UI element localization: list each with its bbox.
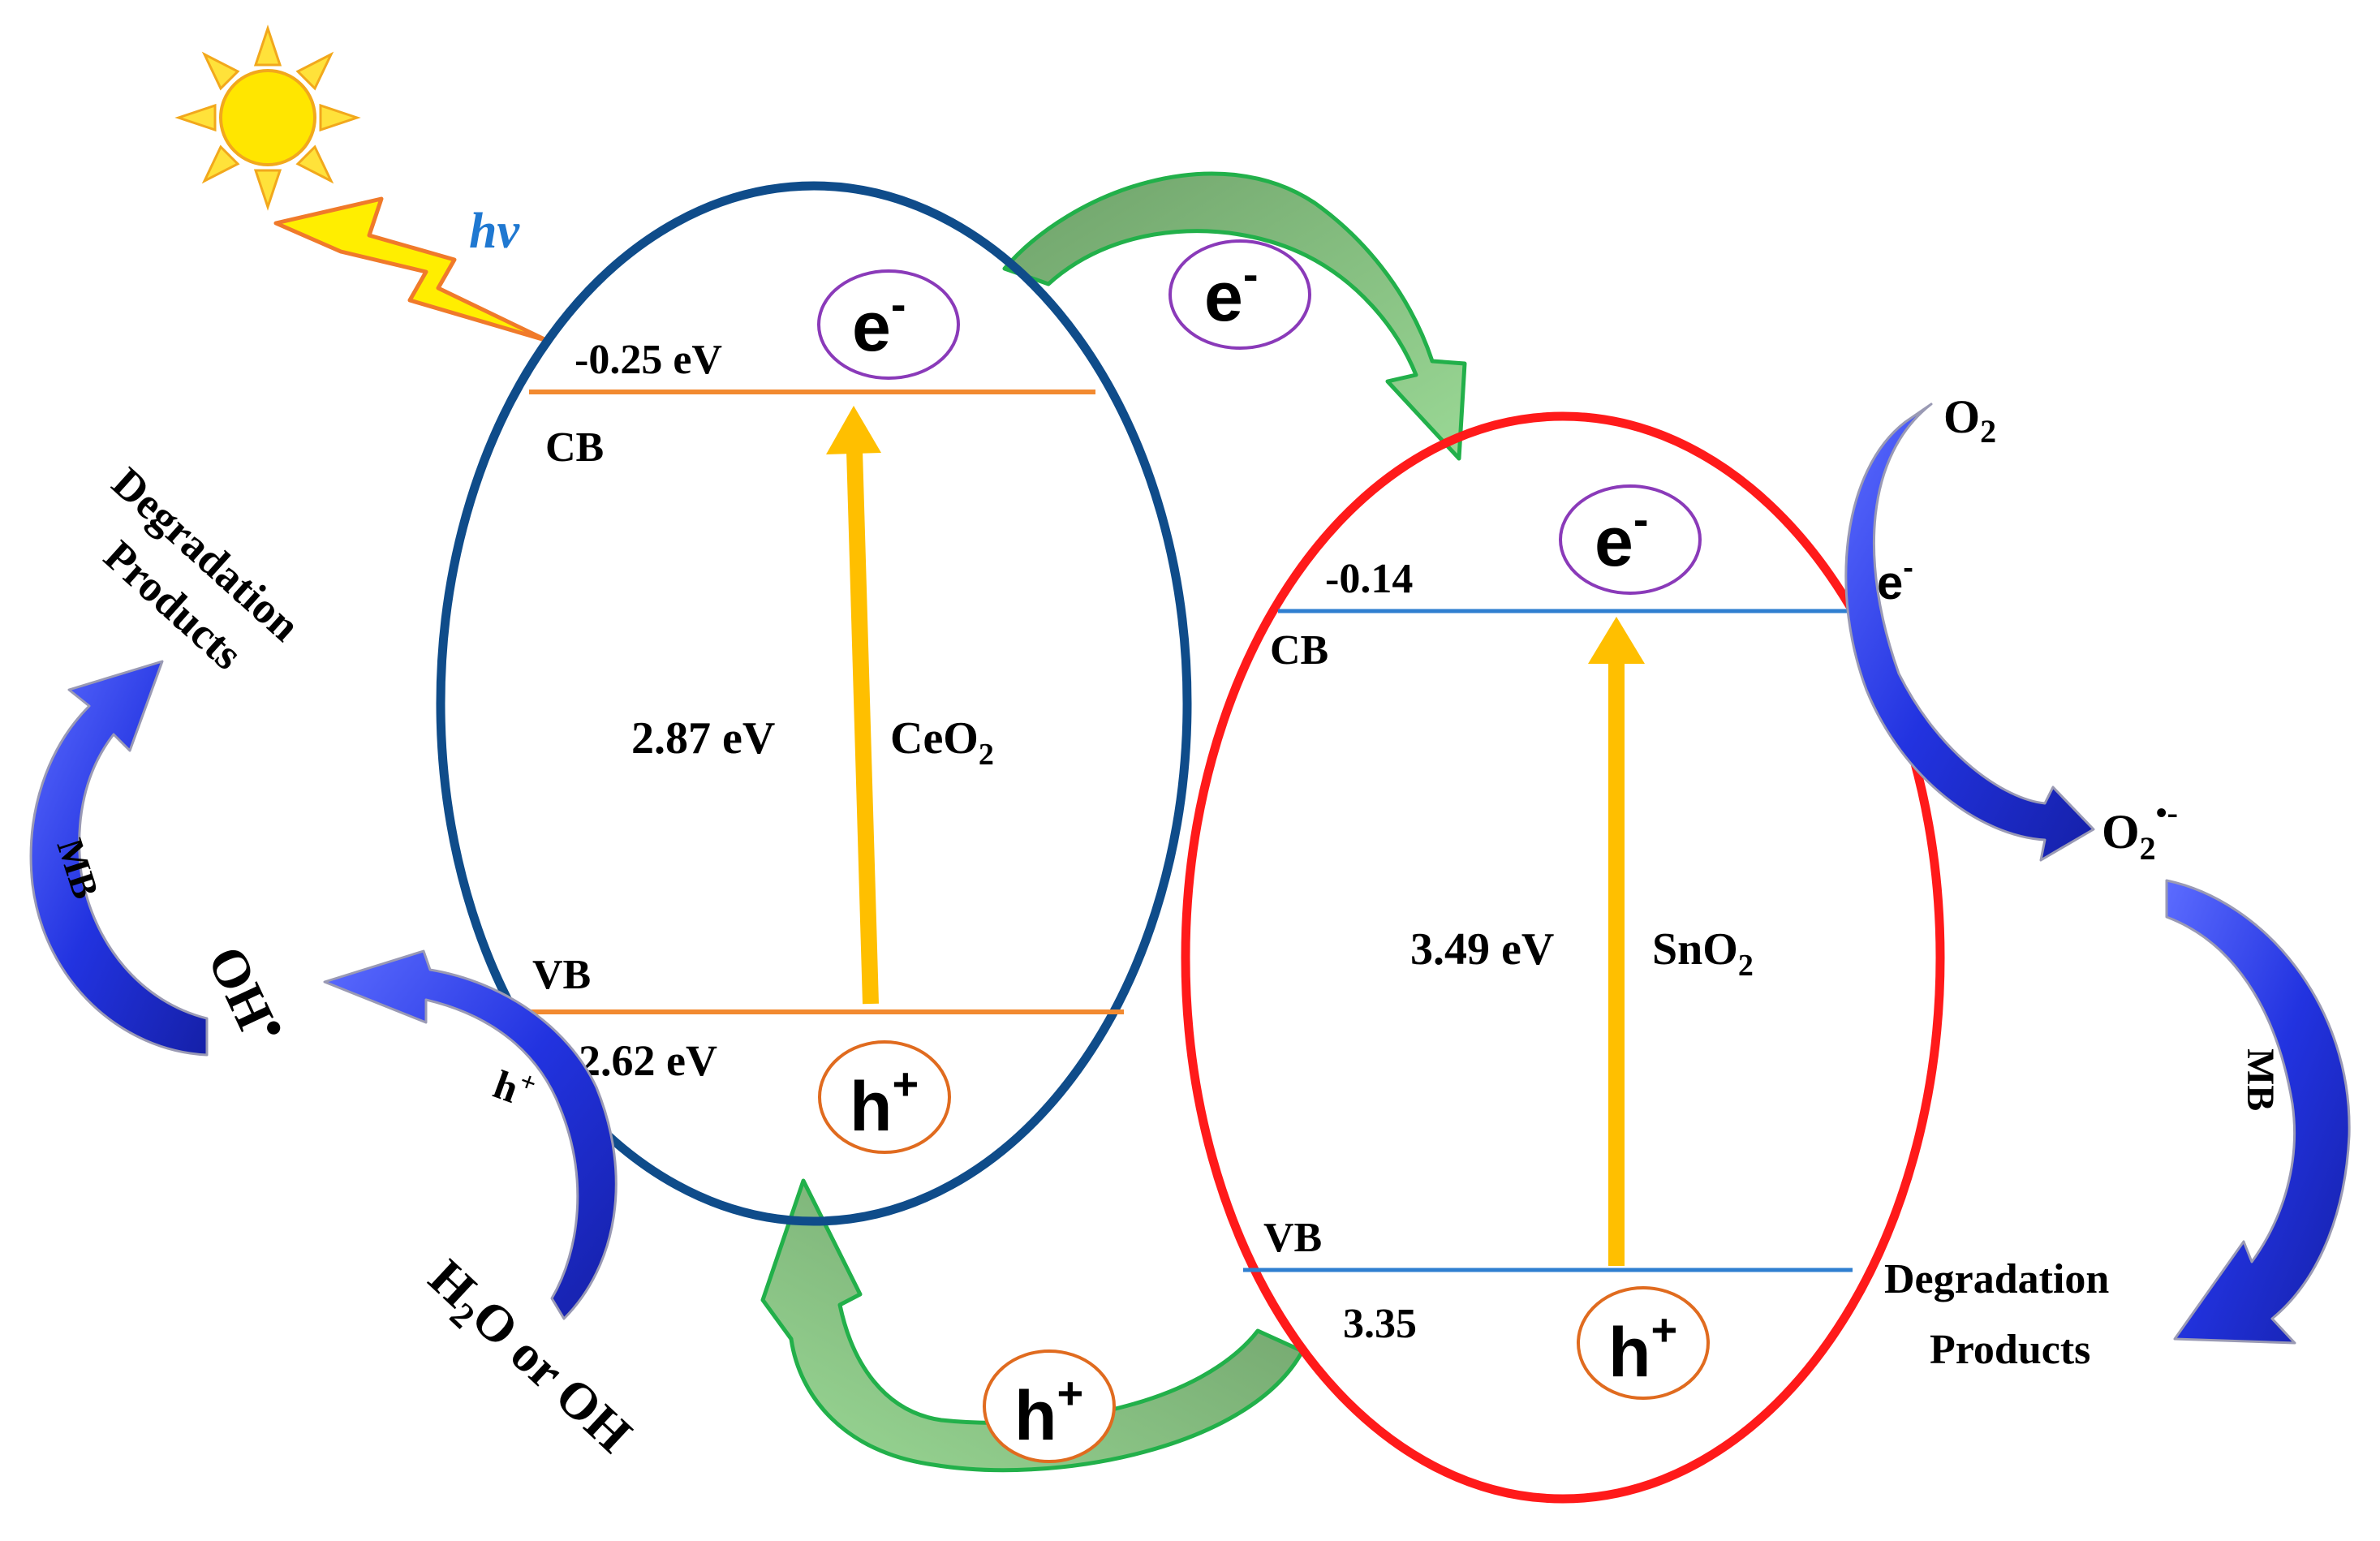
- sno2-hole-circle: h+: [1577, 1286, 1710, 1400]
- svg-text:e-: e-: [1595, 493, 1649, 581]
- ceo2-excitation-arrow: [826, 406, 881, 1005]
- ceo2-electron-circle: e-: [817, 269, 960, 380]
- sno2-band-gap: 3.49 eV: [1410, 924, 1554, 975]
- ceo2-cb-energy: -0.25 eV: [575, 337, 722, 383]
- electron-to-oxygen-arrow: [1844, 402, 2095, 862]
- svg-text:e-: e-: [852, 278, 906, 366]
- oxygen-label: O2: [1943, 390, 1996, 450]
- svg-text:e-: e-: [1204, 248, 1259, 336]
- sno2-electron-circle: e-: [1559, 484, 1702, 595]
- sun-icon: [174, 24, 361, 211]
- hole-to-hydroxyl-arrow: [323, 949, 618, 1320]
- lightning-bolt-icon: [273, 196, 550, 343]
- superoxide-label: O2•-: [2102, 794, 2178, 867]
- hydroxyl-label: OH•: [196, 933, 301, 1053]
- superoxide-to-products-arrow: [2165, 879, 2351, 1345]
- ceo2-band-gap: 2.87 eV: [631, 713, 775, 764]
- ceo2-ellipse: [436, 181, 1192, 1226]
- sno2-name: SnO2: [1652, 924, 1754, 983]
- left-hole-label: h+: [488, 1058, 540, 1117]
- hydroxyl-to-products-arrow: [29, 660, 209, 1057]
- svg-text:h+: h+: [850, 1058, 919, 1146]
- hv-label: hv: [469, 204, 520, 259]
- right-electron-label: e-: [1877, 551, 1913, 609]
- electron-transfer-arrow: [1002, 171, 1467, 461]
- ceo2-name: CeO2: [890, 713, 994, 772]
- right-mb-label: MB: [2239, 1048, 2282, 1111]
- svg-text:h+: h+: [1608, 1304, 1677, 1392]
- water-label: H2O or OH: [413, 1248, 643, 1469]
- ceo2-vb-energy: 2.62 eV: [579, 1036, 717, 1085]
- ceo2-vb-label: VB: [532, 952, 591, 998]
- sno2-cb-energy: -0.14: [1325, 556, 1413, 602]
- ceo2-cb-label: CB: [545, 424, 604, 471]
- ceo2-hole-circle: h+: [818, 1040, 951, 1154]
- transfer-electron-circle: e-: [1168, 239, 1311, 350]
- sno2-vb-label: VB: [1263, 1215, 1322, 1261]
- transfer-hole-circle: h+: [983, 1349, 1116, 1463]
- right-degradation-line2: Products: [1930, 1327, 2090, 1373]
- sno2-cb-label: CB: [1270, 627, 1328, 674]
- svg-text:h+: h+: [1014, 1367, 1083, 1455]
- sno2-excitation-arrow: [1588, 617, 1645, 1266]
- right-degradation-line1: Degradation: [1884, 1256, 2109, 1302]
- sno2-ellipse: [1181, 411, 1945, 1504]
- sno2-vb-energy: 3.35: [1343, 1301, 1417, 1347]
